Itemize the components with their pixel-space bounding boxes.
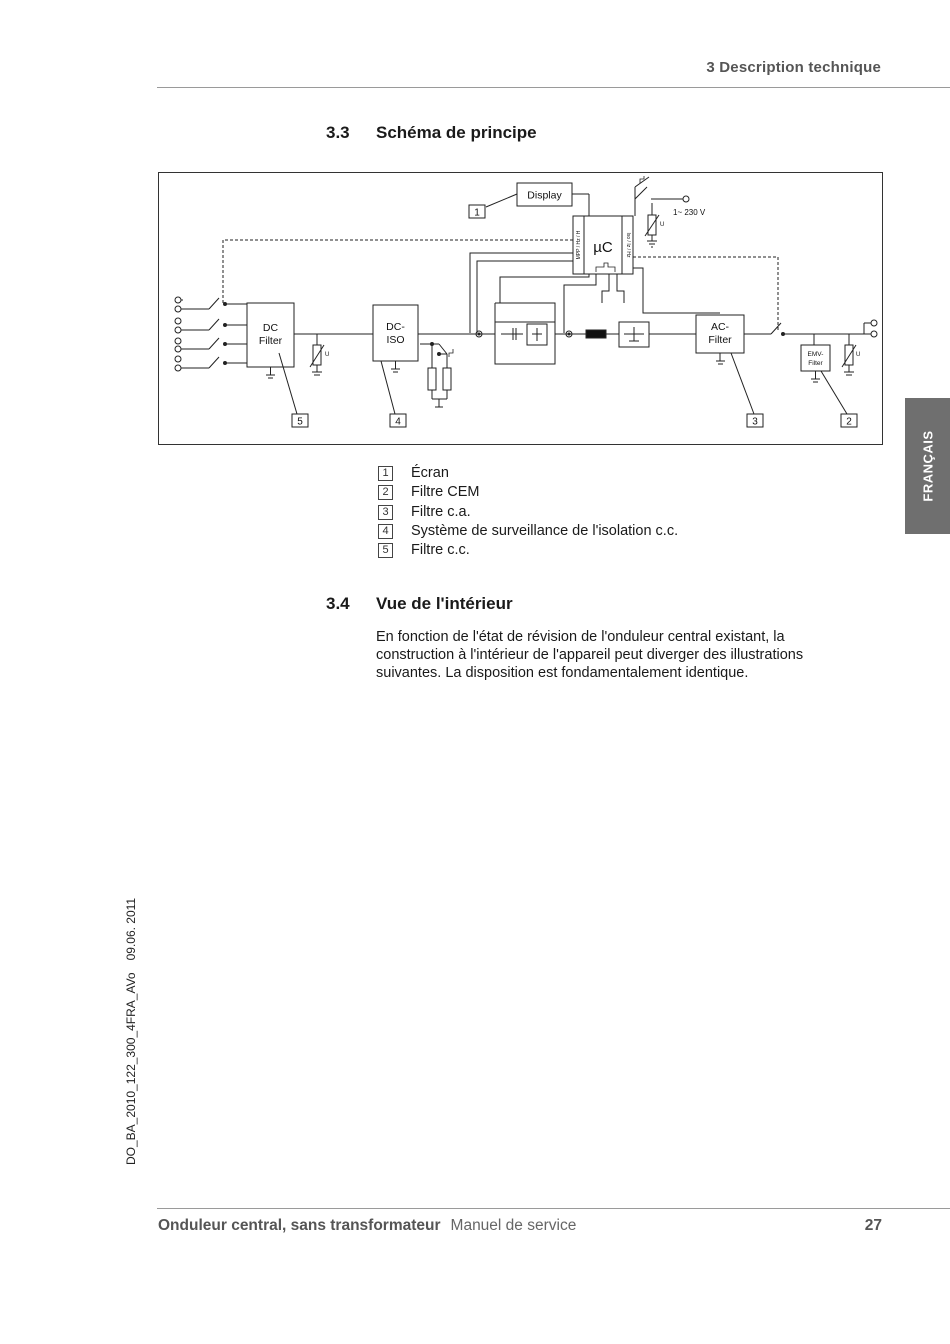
display-label: Display [527,190,562,202]
dc-filter-block [246,302,295,368]
uc-side-right: Iso / Iz / Hz [625,232,631,258]
legend-label: Filtre c.c. [411,542,470,559]
emv-filter-block [800,344,831,372]
footer-subtitle: Manuel de service [450,1217,577,1234]
legend-item: 3 Filtre c.a. [378,503,678,522]
legend-item: 5 Filtre c.c. [378,541,678,560]
callout-2: 2 [840,413,858,428]
dc-inputs [174,296,247,372]
microcontroller-block [572,215,634,275]
svg-text:5: 5 [297,417,303,428]
header-divider [157,87,950,88]
legend-item: 2 Filtre CEM [378,483,678,502]
language-tab-label: FRANÇAIS [920,430,935,502]
callout-3: 3 [746,413,764,428]
svg-text:2: 2 [846,417,852,428]
language-tab: FRANÇAIS [905,398,950,534]
uc-side-left: MPP / Hz / H [576,230,582,259]
svg-text:U: U [856,352,860,358]
legend-number: 2 [378,485,393,501]
legend-label: Système de surveillance de l'isolation c… [411,522,679,539]
callout-4: 4 [389,413,407,428]
document-id: DO_BA_2010_122_300_4FRA_AVo 09.06. 2011 [124,898,138,1165]
callout-1: 1 [468,204,486,219]
legend-label: Filtre CEM [411,484,480,501]
legend-number: 3 [378,504,393,520]
legend-label: Filtre c.a. [411,503,471,520]
dc-iso-block [372,304,419,362]
section-title: Schéma de principe [376,123,537,142]
block-diagram: Display µC MPP / Hz / H Iso / Iz / Hz 1~… [158,172,883,445]
legend-label: Écran [411,465,449,481]
svg-text:U: U [660,222,664,228]
ac-filter-label-2: Filter [708,334,732,346]
document-date: 09.06. 2011 [124,897,138,961]
inverter-block [494,321,556,365]
dc-iso-label-2: ISO [386,334,404,346]
emv-filter-label-2: Filter [808,360,823,367]
footer-divider [157,1208,950,1209]
dc-filter-label-1: DC [263,322,279,334]
emv-filter-label-1: EMV- [808,351,824,358]
svg-text:3: 3 [752,417,758,428]
page-number: 27 [864,1217,882,1234]
mains-label: 1~ 230 V [673,208,706,217]
ac-filter-label-1: AC- [711,321,730,333]
footer-title-block: Onduleur central, sans transformateur Man… [158,1217,576,1235]
body-paragraph: En fonction de l'état de révision de l'o… [376,629,804,681]
dc-filter-label-2: Filter [259,335,283,347]
diagram-legend: 1 Écran 2 Filtre CEM 3 Filtre c.a. 4 Sys… [378,464,678,560]
legend-item: 4 Système de surveillance de l'isolation… [378,522,678,541]
footer-title: Onduleur central, sans transformateur [158,1217,441,1234]
legend-number: 4 [378,524,393,540]
svg-text:4: 4 [395,417,401,428]
document-code: DO_BA_2010_122_300_4FRA_AVo [124,972,138,1165]
uc-label: µC [593,239,613,256]
section-number: 3.4 [326,594,350,613]
svg-text:1: 1 [474,208,480,219]
legend-number: 5 [378,543,393,559]
callout-5: 5 [291,413,309,428]
section-title: Vue de l'intérieur [376,594,513,613]
legend-item: 1 Écran [378,464,678,483]
dc-iso-label-1: DC- [386,321,405,333]
running-header: 3 Description technique [706,59,881,76]
legend-number: 1 [378,466,393,482]
svg-text:U: U [325,352,329,358]
section-number: 3.3 [326,123,350,142]
ac-filter-block [695,314,745,354]
